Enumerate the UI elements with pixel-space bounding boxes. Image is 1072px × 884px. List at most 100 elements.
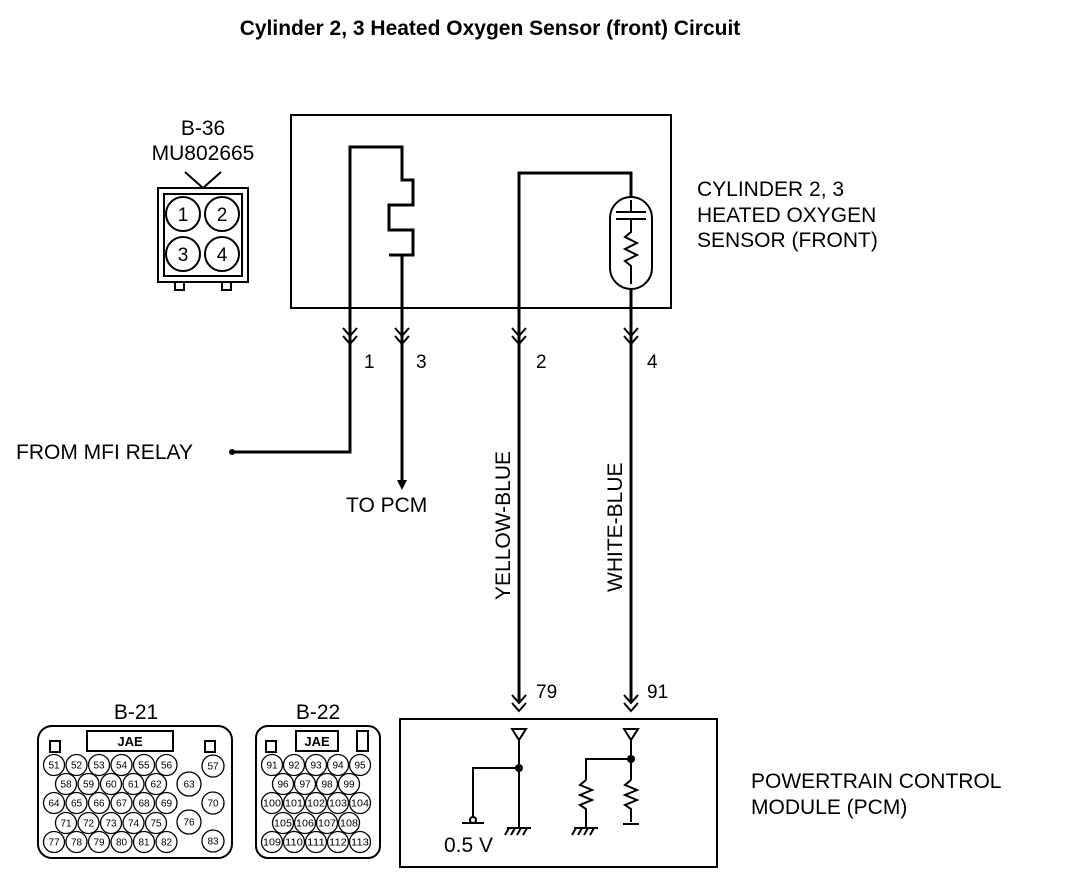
- b21-cavity-75: 75: [150, 819, 162, 830]
- b21-cavity-78: 78: [71, 838, 83, 849]
- white-blue-label: WHITE-BLUE: [604, 462, 627, 592]
- svg-text:HEATED OXYGEN: HEATED OXYGEN: [697, 204, 876, 227]
- oxygen-sensor: [290, 114, 672, 340]
- sensor-label: CYLINDER 2, 3 HEATED OXYGEN SENSOR (FRON…: [697, 178, 878, 252]
- pcm-pin-chevrons: [511, 694, 639, 713]
- b21-cavity-68-circle: [132, 791, 156, 815]
- b21-cavity-52-circle: [65, 753, 88, 777]
- b21-cavity-80: 80: [116, 838, 128, 849]
- b21-cavity-66-circle: [87, 791, 111, 815]
- b21-cavity-53-circle: [87, 753, 111, 777]
- b22-cavity-93: 93: [310, 761, 322, 772]
- pcm-pin-79-label: 79: [536, 682, 557, 703]
- b21-cavity-77-circle: [42, 830, 66, 854]
- pin-3-label: 3: [416, 352, 427, 373]
- b22-cavity-101: 101: [285, 799, 303, 810]
- b21-cavity-55-circle: [132, 753, 156, 777]
- b22-cavity-94: 94: [332, 761, 344, 772]
- sensor-cavity-4: 4: [217, 245, 228, 266]
- b22-cavity-107-circle: [315, 811, 339, 835]
- b21-cavity-72-circle: [77, 811, 100, 835]
- b21-cavity-66: 66: [93, 799, 105, 810]
- b22-cavity-96-circle: [271, 772, 295, 796]
- b21-cavity-76-circle: [176, 809, 202, 835]
- b21-cavity-72: 72: [83, 819, 95, 830]
- b22-cavity-106: 106: [296, 819, 314, 830]
- b21-cavity-81-circle: [132, 830, 156, 854]
- svg-text:CYLINDER 2, 3: CYLINDER 2, 3: [697, 178, 844, 201]
- b22-cavity-93-circle: [304, 753, 328, 777]
- b22-brand: JAE: [304, 734, 330, 749]
- pin-1-label: 1: [364, 352, 375, 373]
- b21-cavity-60: 60: [105, 780, 117, 791]
- b22-cavity-107: 107: [318, 819, 336, 830]
- pcm-module: 0.5 V: [399, 718, 718, 868]
- sensor-pin-chevrons: [342, 327, 639, 346]
- b22-cavity-91: 91: [266, 761, 278, 772]
- pin-4-label: 4: [647, 352, 658, 373]
- b21-cavity-73: 73: [105, 819, 117, 830]
- b21-cavity-61: 61: [128, 780, 140, 791]
- b21-cavity-67: 67: [116, 799, 128, 810]
- b22-cavity-99-circle: [337, 772, 361, 796]
- sensor-connector-b36: B-36 MU802665 1 2 3 4: [152, 117, 255, 291]
- b21-cavity-61-circle: [122, 772, 145, 796]
- b21-cavity-74: 74: [128, 819, 140, 830]
- yellow-blue-label: YELLOW-BLUE: [492, 451, 515, 600]
- b22-cavity-102: 102: [307, 799, 325, 810]
- b21-cavity-52: 52: [71, 761, 83, 772]
- b22-cavity-92: 92: [288, 761, 300, 772]
- connector-latch: [184, 171, 222, 190]
- b21-brand: JAE: [117, 734, 143, 749]
- b21-cavity-57-circle: [201, 754, 225, 778]
- b21-cavity-59: 59: [83, 780, 95, 791]
- b21-cavity-78-circle: [65, 830, 88, 854]
- b22-cavity-101-circle: [282, 791, 306, 815]
- b22-cavity-109-circle: [260, 830, 284, 854]
- b21-cavity-59-circle: [77, 772, 100, 796]
- b22-cavity-99: 99: [343, 780, 355, 791]
- b21-cavity-82: 82: [161, 838, 173, 849]
- b21-cavity-51-circle: [42, 753, 66, 777]
- b21-cavity-55: 55: [138, 761, 150, 772]
- b21-cavity-73-circle: [99, 811, 123, 835]
- b21-cavity-56-circle: [155, 753, 178, 777]
- b21-cavity-62: 62: [150, 780, 162, 791]
- b21-cavity-75-circle: [144, 811, 168, 835]
- b21-cavity-64-circle: [42, 791, 66, 815]
- b21-cavity-63-circle: [176, 771, 202, 797]
- b22-cavity-104: 104: [351, 799, 369, 810]
- b22-cavity-95-circle: [348, 753, 372, 777]
- sensor-cavity-2: 2: [217, 205, 228, 226]
- b22-cavity-94-circle: [326, 753, 350, 777]
- b21-cavity-58: 58: [60, 780, 72, 791]
- diagram-title: Cylinder 2, 3 Heated Oxygen Sensor (fron…: [240, 17, 741, 40]
- pin-2-label: 2: [536, 352, 547, 373]
- to-pcm-label: TO PCM: [346, 494, 427, 517]
- b21-cavity-58-circle: [54, 772, 78, 796]
- b22-cavity-105-circle: [271, 811, 295, 835]
- b21-cavity-83: 83: [207, 837, 219, 848]
- sensor-connector-part-number: MU802665: [152, 142, 255, 165]
- b21-cavity-69: 69: [161, 799, 173, 810]
- b21-cavity-70-circle: [201, 791, 225, 815]
- b22-cavity-112: 112: [329, 838, 347, 849]
- b22-cavity-109: 109: [263, 838, 281, 849]
- b21-cavity-74-circle: [122, 811, 145, 835]
- b22-cavity-98-circle: [315, 772, 339, 796]
- b21-cavity-57: 57: [207, 762, 219, 773]
- b22-cavity-96: 96: [277, 780, 289, 791]
- b22-cavity-92-circle: [282, 753, 306, 777]
- b22-cavity-97-circle: [293, 772, 317, 796]
- b21-cavity-53: 53: [93, 761, 105, 772]
- b21-cavity-68: 68: [138, 799, 150, 810]
- b22-cavity-111: 111: [307, 838, 325, 849]
- b21-cavity-70: 70: [207, 799, 219, 810]
- b22-cavity-98: 98: [321, 780, 333, 791]
- b21-cavity-67-circle: [110, 791, 133, 815]
- sensor-cavity-3: 3: [178, 245, 189, 266]
